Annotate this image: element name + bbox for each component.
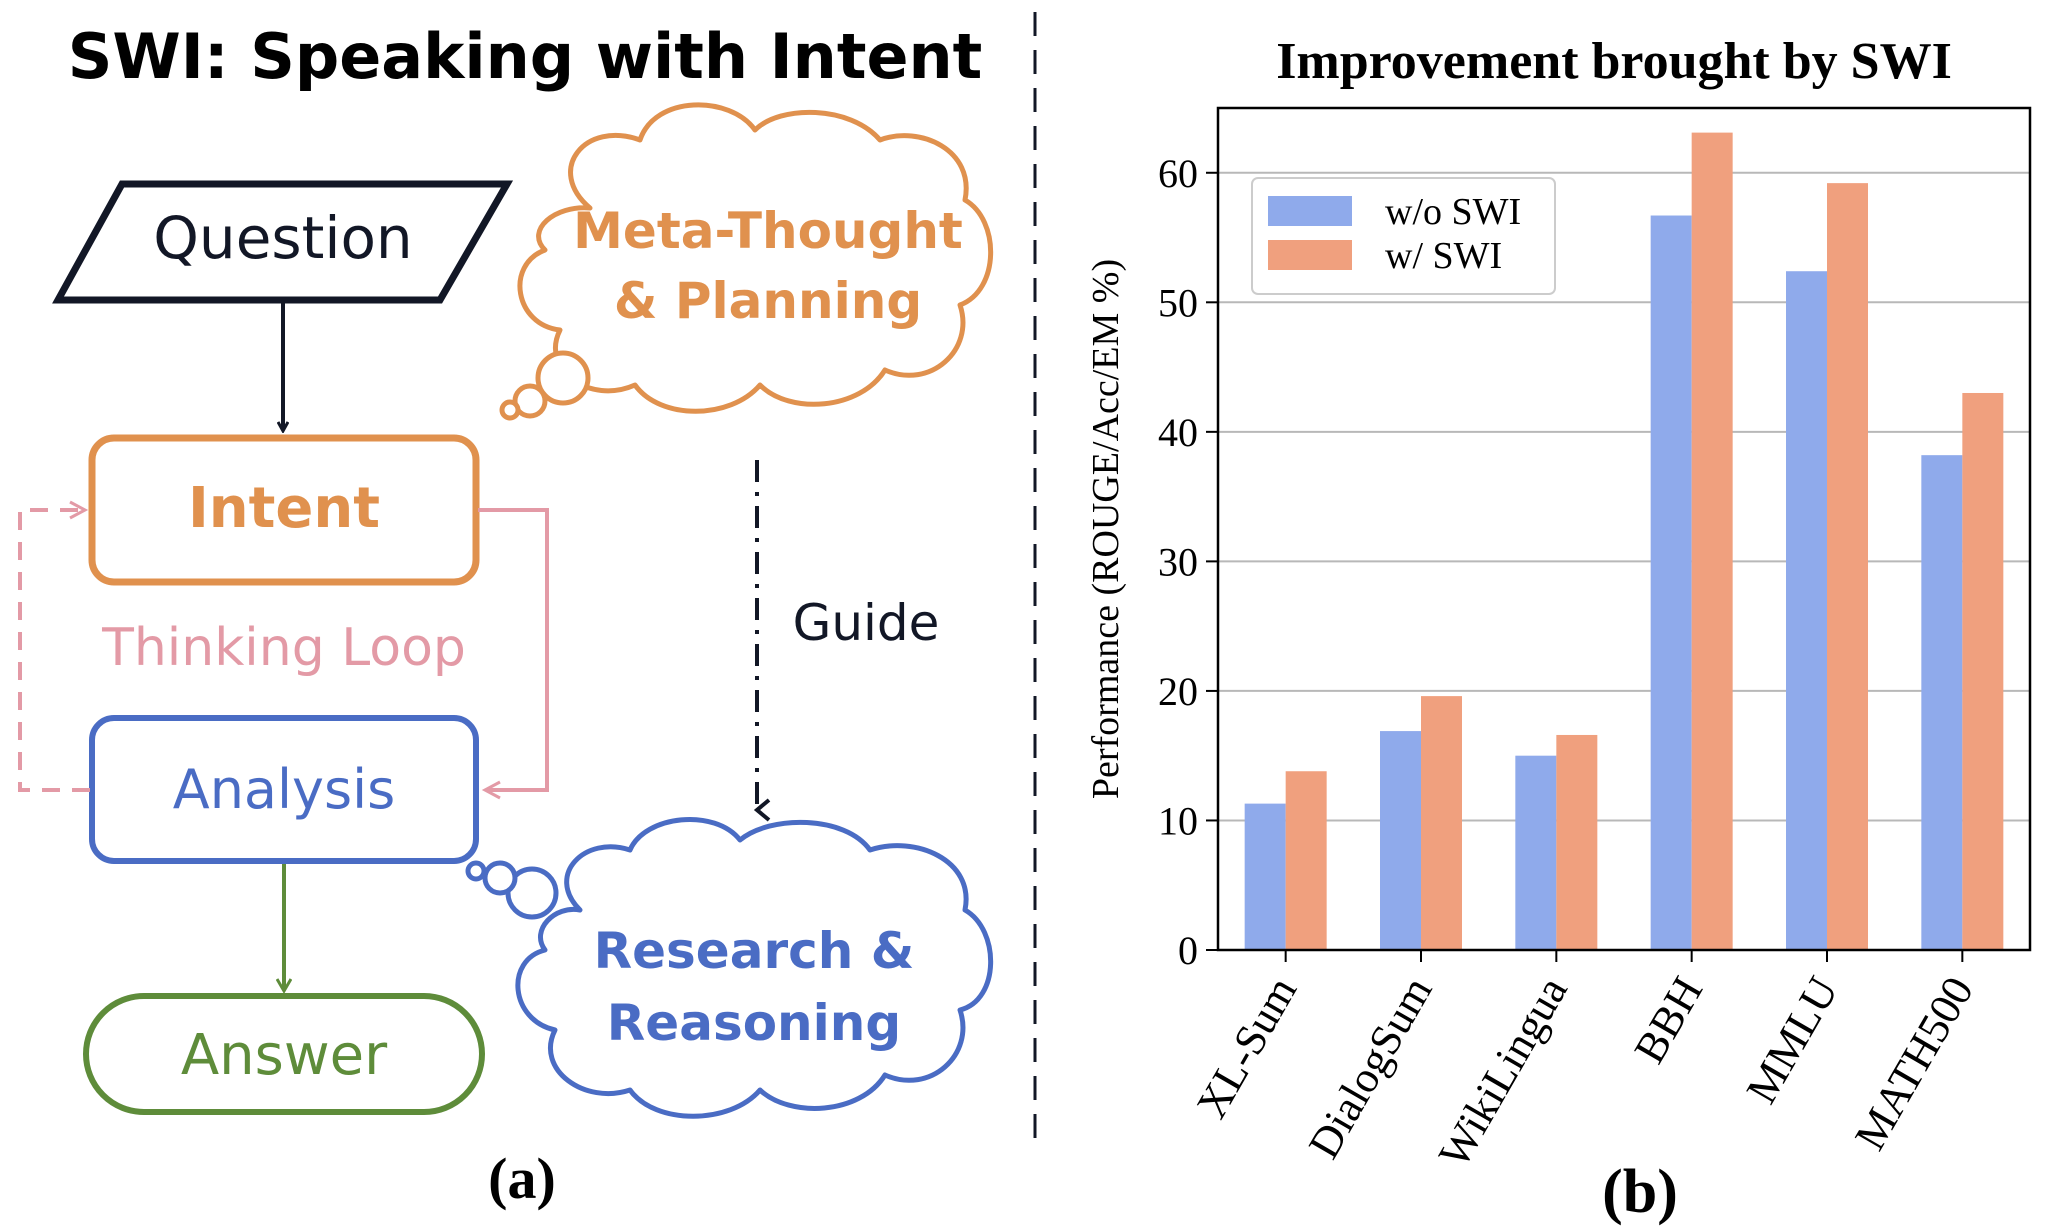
legend-swatch: [1268, 240, 1352, 270]
research-line1: Research &: [594, 922, 915, 980]
y-tick-label: 60: [1158, 151, 1198, 196]
bar-wo-swi: [1244, 803, 1286, 950]
y-tick-label: 10: [1158, 798, 1198, 843]
legend-label: w/ SWI: [1385, 235, 1502, 277]
y-tick-label: 40: [1158, 410, 1198, 455]
research-cloud: Research & Reasoning: [465, 817, 994, 1119]
x-tick-label: MMLU: [1737, 969, 1848, 1112]
bar-w-swi: [1691, 132, 1733, 950]
analysis-label: Analysis: [173, 758, 396, 821]
bar-w-swi: [1285, 771, 1327, 950]
bar-w-swi: [1556, 734, 1598, 950]
intent-node: [88, 434, 480, 586]
legend-swatch: [1268, 196, 1352, 226]
loop-analysis-to-intent-arrow: [18, 500, 90, 792]
x-tick-label: XL-Sum: [1187, 969, 1306, 1127]
thinking-loop-label: Thinking Loop: [101, 618, 466, 678]
x-tick-label: BBH: [1625, 969, 1713, 1072]
answer-node: [83, 993, 485, 1115]
panel-a-caption: (a): [488, 1146, 556, 1211]
bar-w-swi: [1827, 183, 1868, 950]
meta-thought-cloud: Meta-Thought & Planning: [499, 102, 994, 421]
meta-thought-line2: & Planning: [614, 272, 922, 330]
y-tick-label: 30: [1158, 539, 1198, 584]
intent-label: Intent: [188, 476, 380, 541]
y-axis-label: Performance (ROUGE/Acc/EM %): [1085, 259, 1127, 799]
bar-wo-swi: [1650, 215, 1692, 951]
bar-wo-swi: [1380, 731, 1421, 950]
analysis-node: [89, 715, 479, 864]
panel-a: SWI: Speaking with Intent Question Inten…: [18, 20, 994, 1211]
question-node: [52, 180, 514, 304]
meta-thought-line1: Meta-Thought: [573, 202, 963, 260]
panel-a-title: SWI: Speaking with Intent: [68, 20, 983, 93]
x-tick-label: MATH500: [1845, 969, 1983, 1159]
guide-label: Guide: [793, 594, 940, 652]
bar-wo-swi: [1515, 755, 1557, 950]
x-tick-label: DialogSum: [1299, 969, 1442, 1167]
bar-w-swi: [1962, 392, 2004, 950]
plot-frame: [1216, 106, 2032, 952]
x-tick-label: WikiLingua: [1429, 969, 1577, 1176]
bar-wo-swi: [1786, 271, 1827, 950]
panel-b-chart: Improvement brought by SWI 0 10 20 30 40 50 60X…: [1085, 33, 2032, 1176]
panel-b-caption: (b): [1602, 1158, 1678, 1226]
y-tick-label: 20: [1158, 669, 1198, 714]
question-label: Question: [153, 204, 412, 272]
answer-label: Answer: [181, 1023, 388, 1088]
research-line2: Reasoning: [607, 994, 901, 1052]
y-tick-label: 50: [1158, 280, 1198, 325]
loop-intent-to-analysis-arrow: [478, 508, 549, 800]
bar-wo-swi: [1921, 455, 1963, 950]
bar-w-swi: [1421, 696, 1462, 950]
y-tick-label: 0: [1178, 928, 1198, 973]
chart-title: Improvement brought by SWI: [1276, 33, 1952, 90]
legend-label: w/o SWI: [1385, 191, 1521, 233]
